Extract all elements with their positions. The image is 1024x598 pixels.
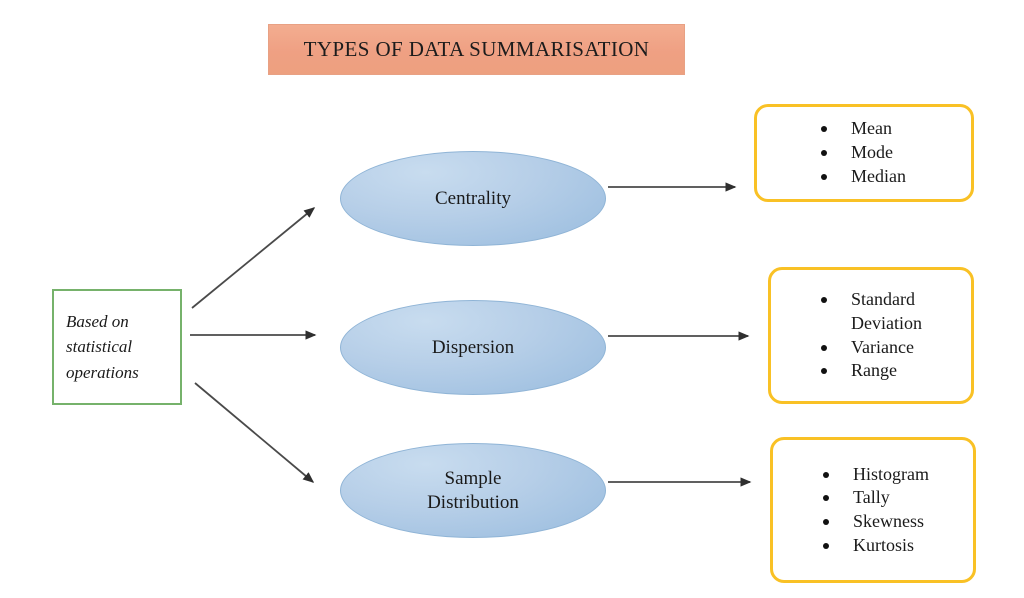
page-title: TYPES OF DATA SUMMARISATION xyxy=(303,37,650,61)
list-item: Variance xyxy=(817,336,971,360)
list-item: Standard Deviation xyxy=(817,288,971,336)
detail-list-dispersion: Standard Deviation Variance Range xyxy=(771,288,971,383)
list-item: Kurtosis xyxy=(819,534,973,558)
list-item: Range xyxy=(817,359,971,383)
node-sample-distribution: Sample Distribution xyxy=(340,443,606,538)
source-node: Based on statistical operations xyxy=(52,289,182,405)
list-item: Tally xyxy=(819,486,973,510)
node-dispersion-label: Dispersion xyxy=(431,336,515,358)
list-item: Skewness xyxy=(819,510,973,534)
arrow-source-to-sample-distribution xyxy=(194,382,315,483)
detail-list-centrality: Mean Mode Median xyxy=(757,117,971,188)
arrow-source-to-centrality xyxy=(191,207,316,309)
detail-box-centrality: Mean Mode Median xyxy=(754,104,974,202)
detail-box-sample-distribution: Histogram Tally Skewness Kurtosis xyxy=(770,437,976,583)
list-item: Histogram xyxy=(819,463,973,487)
list-item: Mode xyxy=(817,141,971,165)
diagram-title-banner: TYPES OF DATA SUMMARISATION xyxy=(268,24,685,75)
node-centrality-label: Centrality xyxy=(435,187,511,209)
list-item: Mean xyxy=(817,117,971,141)
node-sample-distribution-label: Sample Distribution xyxy=(427,467,519,513)
node-centrality: Centrality xyxy=(340,151,606,246)
detail-box-dispersion: Standard Deviation Variance Range xyxy=(768,267,974,404)
source-node-label: Based on statistical operations xyxy=(66,311,139,382)
node-dispersion: Dispersion xyxy=(340,300,606,395)
detail-list-sample-distribution: Histogram Tally Skewness Kurtosis xyxy=(773,463,973,558)
list-item: Median xyxy=(817,165,971,189)
